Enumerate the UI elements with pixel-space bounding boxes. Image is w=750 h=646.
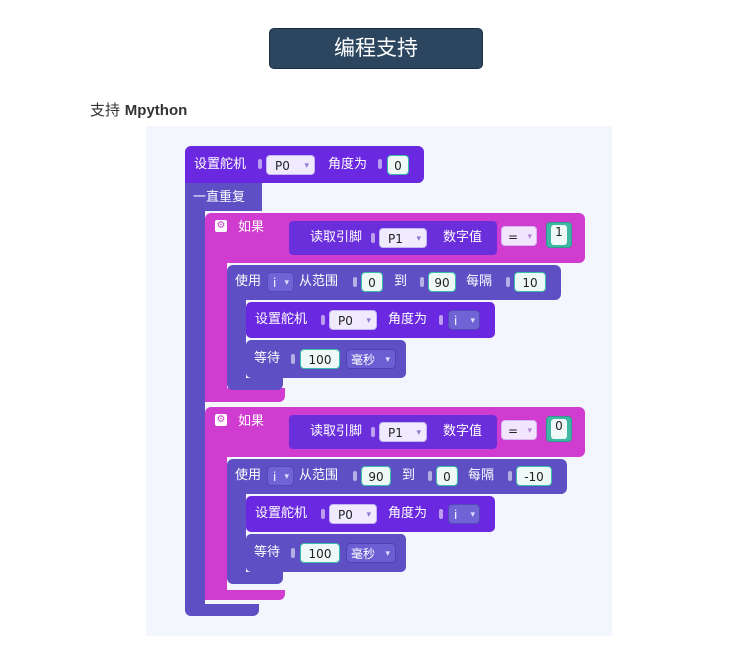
unit-dropdown[interactable]: 毫秒	[346, 349, 396, 370]
socket-nub	[321, 315, 325, 325]
wait-block-1[interactable]: 等待 100 毫秒	[246, 340, 406, 378]
digital-label: 数字值	[443, 230, 483, 245]
pin-dropdown[interactable]: P0	[329, 504, 377, 525]
servo-block-top[interactable]: 设置舵机 P0 角度为 0	[185, 146, 424, 183]
value-input[interactable]: 0	[551, 419, 567, 439]
end-input[interactable]: 90	[428, 272, 456, 292]
if-label: 如果	[238, 220, 265, 235]
to-label: 到	[402, 468, 416, 483]
servo-label: 设置舵机	[194, 157, 247, 172]
if-label: 如果	[238, 414, 265, 429]
if-block-1-spine	[205, 263, 227, 388]
if-block-2-header[interactable]: ⚙ 如果	[205, 407, 285, 457]
if-block-2-footer	[205, 590, 285, 600]
var-dropdown[interactable]: i	[448, 504, 480, 525]
operator-dropdown[interactable]: =	[501, 226, 537, 247]
step-input[interactable]: -10	[516, 466, 552, 486]
socket-nub	[378, 159, 382, 169]
page-title: 编程支持	[269, 28, 483, 69]
angle-input[interactable]: 0	[387, 155, 409, 175]
forever-block-footer	[185, 604, 259, 616]
socket-nub	[291, 354, 295, 364]
socket-nub	[506, 277, 510, 287]
end-input[interactable]: 0	[436, 466, 458, 486]
from-label: 从范围	[299, 274, 339, 289]
socket-nub	[321, 509, 325, 519]
for-range-block-1-spine	[227, 300, 246, 378]
var-dropdown[interactable]: i	[267, 466, 294, 487]
read-pin-label: 读取引脚	[310, 230, 363, 245]
socket-nub	[508, 471, 512, 481]
angle-label: 角度为	[388, 312, 428, 327]
socket-nub	[258, 159, 262, 169]
angle-label: 角度为	[328, 157, 368, 172]
var-dropdown[interactable]: i	[267, 272, 294, 293]
servo-label: 设置舵机	[255, 312, 308, 327]
blockly-workspace[interactable]: 设置舵机 P0 角度为 0 一直重复 ⚙ 如果 读取引脚 P1 数字值 = 1 …	[146, 126, 612, 636]
pin-dropdown[interactable]: P0	[329, 310, 377, 331]
forever-label: 一直重复	[193, 190, 246, 205]
forever-block-spine	[185, 211, 205, 604]
gear-icon[interactable]: ⚙	[215, 220, 227, 232]
socket-nub	[420, 277, 424, 287]
if-block-2-spine	[205, 457, 227, 590]
value-input[interactable]: 1	[551, 225, 567, 245]
wait-label: 等待	[254, 351, 281, 366]
socket-nub	[428, 471, 432, 481]
subtitle: 支持 Mpython	[90, 99, 187, 120]
pin-dropdown[interactable]: P1	[379, 228, 427, 249]
subtitle-prefix: 支持	[90, 101, 125, 119]
subtitle-lang: Mpython	[124, 102, 188, 119]
for-label: 使用	[235, 468, 262, 483]
if-block-1-footer	[205, 388, 285, 402]
socket-nub	[371, 233, 375, 243]
value-block[interactable]: 0	[546, 416, 572, 442]
read-pin-block-2[interactable]: 读取引脚 P1 数字值	[289, 415, 497, 449]
to-label: 到	[394, 274, 408, 289]
start-input[interactable]: 0	[361, 272, 383, 292]
read-pin-label: 读取引脚	[310, 424, 363, 439]
value-block[interactable]: 1	[546, 222, 572, 248]
socket-nub	[439, 315, 443, 325]
var-dropdown[interactable]: i	[448, 310, 480, 331]
pin-dropdown[interactable]: P1	[379, 422, 427, 443]
wait-label: 等待	[254, 545, 281, 560]
for-range-block-2-footer	[227, 572, 283, 584]
socket-nub	[291, 548, 295, 558]
pin-dropdown[interactable]: P0	[266, 155, 315, 176]
angle-label: 角度为	[388, 506, 428, 521]
wait-input[interactable]: 100	[300, 543, 340, 563]
unit-dropdown[interactable]: 毫秒	[346, 543, 396, 564]
operator-dropdown[interactable]: =	[501, 420, 537, 441]
wait-input[interactable]: 100	[300, 349, 340, 369]
socket-nub	[353, 471, 357, 481]
for-range-block-2[interactable]: 使用 i 从范围 90 到 0 每隔 -10	[227, 459, 567, 494]
socket-nub	[353, 277, 357, 287]
if-block-1-header[interactable]: ⚙ 如果	[205, 213, 285, 263]
step-label: 每隔	[466, 274, 493, 289]
socket-nub	[439, 509, 443, 519]
for-label: 使用	[235, 274, 262, 289]
wait-block-2[interactable]: 等待 100 毫秒	[246, 534, 406, 572]
servo-block-1[interactable]: 设置舵机 P0 角度为 i	[246, 302, 495, 338]
for-range-block-2-spine	[227, 494, 246, 572]
from-label: 从范围	[299, 468, 339, 483]
gear-icon[interactable]: ⚙	[215, 414, 227, 426]
step-label: 每隔	[468, 468, 495, 483]
digital-label: 数字值	[443, 424, 483, 439]
socket-nub	[371, 427, 375, 437]
read-pin-block-1[interactable]: 读取引脚 P1 数字值	[289, 221, 497, 255]
step-input[interactable]: 10	[514, 272, 546, 292]
for-range-block-1[interactable]: 使用 i 从范围 0 到 90 每隔 10	[227, 265, 561, 300]
for-range-block-1-footer	[227, 378, 283, 390]
servo-label: 设置舵机	[255, 506, 308, 521]
forever-block-header[interactable]: 一直重复	[185, 183, 262, 211]
servo-block-2[interactable]: 设置舵机 P0 角度为 i	[246, 496, 495, 532]
start-input[interactable]: 90	[361, 466, 391, 486]
